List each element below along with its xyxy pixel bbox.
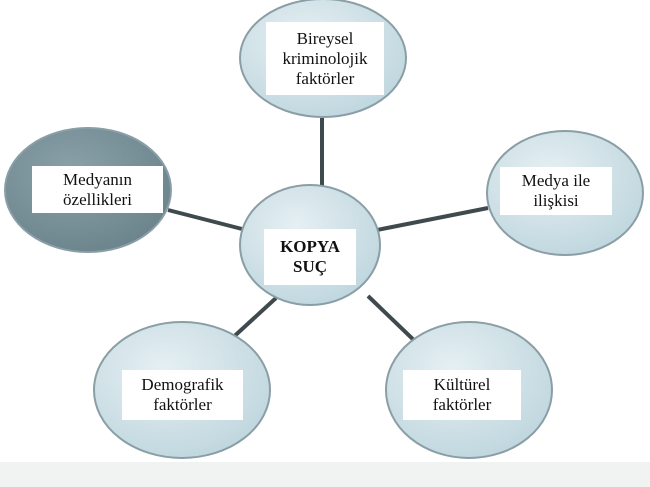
connector-left [167, 208, 247, 232]
connector-bottom-left [226, 296, 278, 344]
node-label: Medyanın özellikleri [63, 169, 132, 209]
connector-bottom-right [366, 294, 422, 348]
center-label: KOPYA SUÇ [280, 237, 340, 276]
node-label: Bireysel kriminolojik faktörler [282, 28, 368, 88]
node-label: Kültürel faktörler [432, 375, 492, 414]
node-label: Demografik faktörler [141, 375, 224, 414]
node-bottom-right-label-box: Kültürel faktörler [403, 370, 521, 420]
center-label-box: KOPYA SUÇ [264, 229, 356, 285]
node-left-label-box: Medyanın özellikleri [32, 166, 163, 213]
node-bottom-left-label-box: Demografik faktörler [122, 370, 243, 420]
node-right-label-box: Medya ile ilişkisi [500, 167, 612, 215]
bottom-band [0, 462, 650, 487]
connector-right [376, 206, 489, 232]
node-top-label-box: Bireysel kriminolojik faktörler [266, 22, 384, 95]
node-label: Medya ile ilişkisi [521, 171, 591, 210]
